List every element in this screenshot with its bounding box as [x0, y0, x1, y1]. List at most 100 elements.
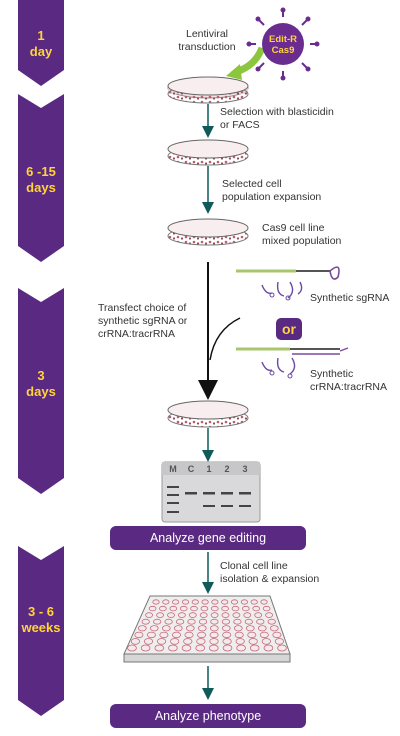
well — [221, 612, 230, 618]
petri-dish-3 — [167, 218, 249, 246]
well — [265, 612, 274, 618]
green-arrowhead — [226, 64, 242, 80]
expansion-label: Selected cell population expansion — [222, 178, 321, 204]
well — [240, 599, 248, 605]
well — [246, 625, 255, 632]
sgrna-label: Synthetic sgRNA — [310, 292, 390, 304]
well — [201, 599, 209, 605]
clonal-line2: isolation & expansion — [220, 573, 320, 585]
well — [134, 631, 144, 639]
well — [230, 599, 239, 605]
cas9-line1: Cas9 cell line — [262, 222, 325, 234]
well — [162, 625, 171, 632]
crrna-illustration — [236, 347, 349, 379]
virus-label-line1: Edit-R — [269, 34, 297, 45]
well — [169, 605, 178, 612]
well — [234, 625, 243, 632]
well — [198, 625, 207, 632]
well — [130, 638, 140, 645]
analyze-gene-editing-button[interactable]: Analyze gene editing — [110, 526, 306, 550]
well — [210, 625, 219, 632]
well — [249, 644, 260, 652]
well — [257, 625, 267, 632]
well — [221, 618, 230, 625]
gel-lane-3: 3 — [242, 464, 247, 474]
sgrna-illustration — [236, 266, 340, 301]
well — [210, 618, 219, 625]
well — [174, 625, 183, 632]
well — [247, 631, 257, 639]
well — [261, 638, 271, 645]
well — [138, 625, 147, 632]
well — [170, 638, 180, 645]
well — [145, 612, 154, 618]
petri-dish-1 — [167, 76, 249, 104]
well — [181, 644, 192, 652]
well — [143, 638, 154, 645]
well — [233, 618, 242, 625]
well — [248, 638, 258, 645]
well — [156, 612, 165, 618]
well — [277, 644, 287, 652]
well — [150, 625, 159, 632]
well — [183, 638, 193, 645]
well — [153, 618, 162, 625]
gel-lane-1: 1 — [206, 464, 211, 474]
gel-lane-2: 2 — [224, 464, 229, 474]
expansion-line1: Selected cell — [222, 178, 282, 190]
well — [267, 618, 276, 625]
well — [197, 631, 207, 639]
well — [235, 638, 245, 645]
well — [263, 644, 274, 652]
transfect-line3: crRNA:tracrRNA — [98, 328, 176, 340]
petri-dish-2 — [167, 139, 249, 166]
well — [157, 638, 167, 645]
well — [256, 618, 265, 625]
well — [176, 618, 185, 625]
well — [188, 612, 197, 618]
well — [221, 599, 229, 605]
well — [199, 612, 208, 618]
well — [222, 631, 232, 639]
selection-line1: Selection with blasticidin — [220, 106, 334, 118]
analyze-phenotype-button[interactable]: Analyze phenotype — [110, 704, 306, 728]
cas9-line2: mixed population — [262, 235, 342, 247]
well — [250, 599, 258, 605]
well — [198, 618, 208, 625]
gel-lane-labels: M C 1 2 3 — [169, 464, 247, 474]
well — [231, 605, 240, 612]
well — [236, 644, 246, 652]
well — [196, 638, 206, 645]
well — [159, 605, 167, 612]
clonal-label: Clonal cell line isolation & expansion — [220, 560, 319, 586]
petri-dish-4 — [167, 400, 249, 428]
well — [186, 625, 195, 632]
well — [181, 599, 190, 605]
well — [221, 605, 229, 612]
well — [209, 631, 219, 639]
well — [154, 644, 165, 652]
transfect-line1: Transfect choice of — [98, 302, 187, 314]
well — [168, 644, 178, 652]
well-plate — [123, 595, 291, 663]
lentiviral-line1: Lentiviral — [185, 28, 229, 40]
well — [262, 605, 271, 612]
well — [141, 618, 150, 625]
well — [252, 605, 261, 612]
transfect-line2: synthetic sgRNA or — [98, 315, 188, 327]
well — [210, 612, 219, 618]
virus-label-line2: Cas9 — [272, 45, 295, 56]
well — [243, 612, 252, 618]
well — [164, 618, 173, 625]
well — [209, 644, 219, 652]
clonal-line1: Clonal cell line — [220, 560, 288, 572]
